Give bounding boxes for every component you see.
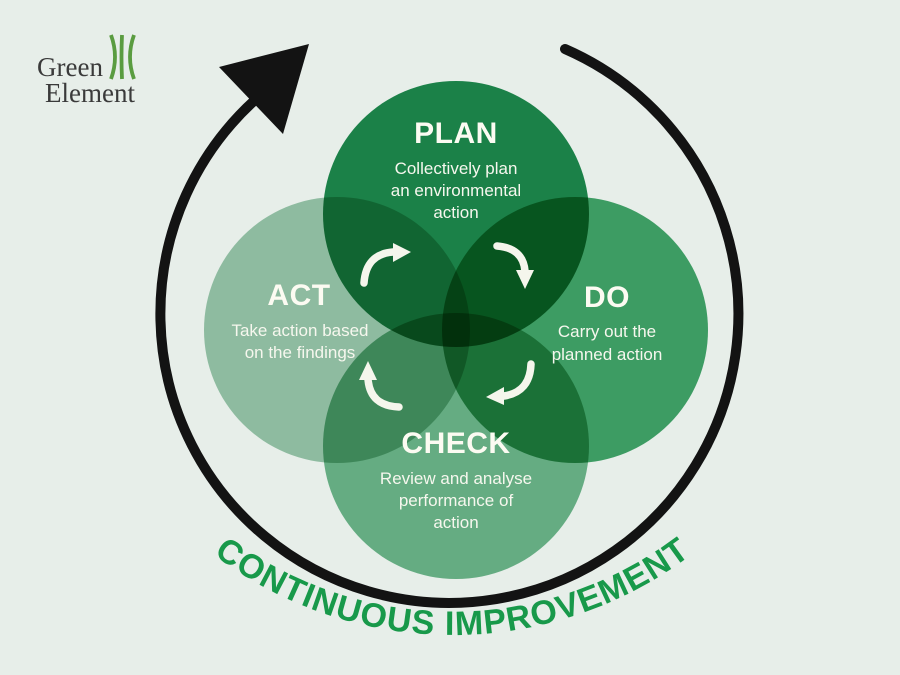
do-desc-line: Carry out the — [558, 322, 656, 341]
check-desc-line: performance of — [399, 491, 514, 510]
do-to-check-arrowhead-icon — [486, 387, 504, 405]
do-desc-line: planned action — [552, 345, 663, 364]
check-to-act-arrowhead-icon — [359, 361, 377, 380]
check-to-act-arrow-icon — [364, 375, 403, 411]
plan-desc-line: Collectively plan — [395, 159, 518, 178]
plan-to-do-arrow-icon — [493, 242, 529, 275]
loop-arrowhead-icon — [219, 44, 309, 134]
plan-desc-line: action — [433, 203, 478, 222]
logo-mark-middle-line — [119, 34, 124, 80]
check-desc-line: action — [433, 513, 478, 532]
do-title: DO — [584, 281, 630, 314]
do-to-check-arrow-icon — [500, 360, 535, 400]
act-title: ACT — [267, 279, 330, 312]
logo-green-text: Green — [37, 52, 103, 82]
plan-to-do-arrowhead-icon — [516, 270, 534, 289]
three-curved-lines-mark-icon — [109, 34, 136, 80]
act-desc-line: Take action based — [231, 321, 368, 340]
logo-mark-left-curve — [109, 34, 117, 80]
brand-logo: Green Element — [37, 34, 136, 108]
logo-element-text: Element — [45, 78, 135, 108]
cycle-labels: PLAN Collectively plan an environmental … — [231, 117, 662, 532]
step-arrows — [359, 242, 535, 411]
check-title: CHECK — [401, 427, 510, 460]
act-desc-line: on the findings — [245, 343, 356, 362]
check-circle — [323, 313, 589, 579]
plan-title: PLAN — [414, 117, 498, 150]
logo-mark-right-curve — [128, 34, 136, 80]
cycle-circles — [204, 81, 708, 579]
act-to-plan-arrow-icon — [360, 248, 397, 287]
plan-desc-line: an environmental — [391, 181, 521, 200]
check-desc-line: Review and analyse — [380, 469, 532, 488]
continuous-loop-arrow-icon — [155, 44, 744, 608]
act-to-plan-arrowhead-icon — [393, 243, 411, 262]
